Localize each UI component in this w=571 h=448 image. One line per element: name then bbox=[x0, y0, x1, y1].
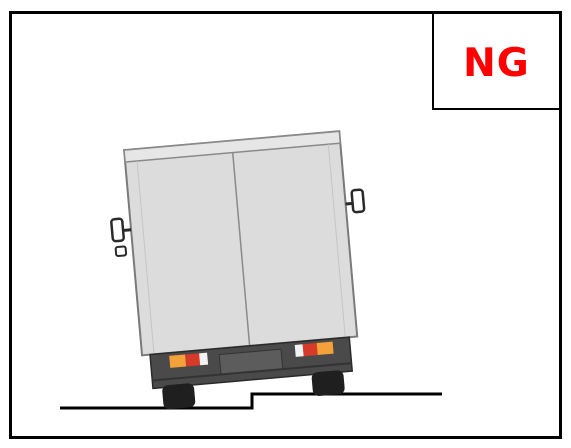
left-tire bbox=[162, 383, 196, 410]
truck-rear bbox=[105, 130, 380, 413]
right-tire bbox=[311, 370, 345, 397]
right-mirror bbox=[344, 189, 364, 212]
ground-step-line bbox=[60, 394, 442, 408]
